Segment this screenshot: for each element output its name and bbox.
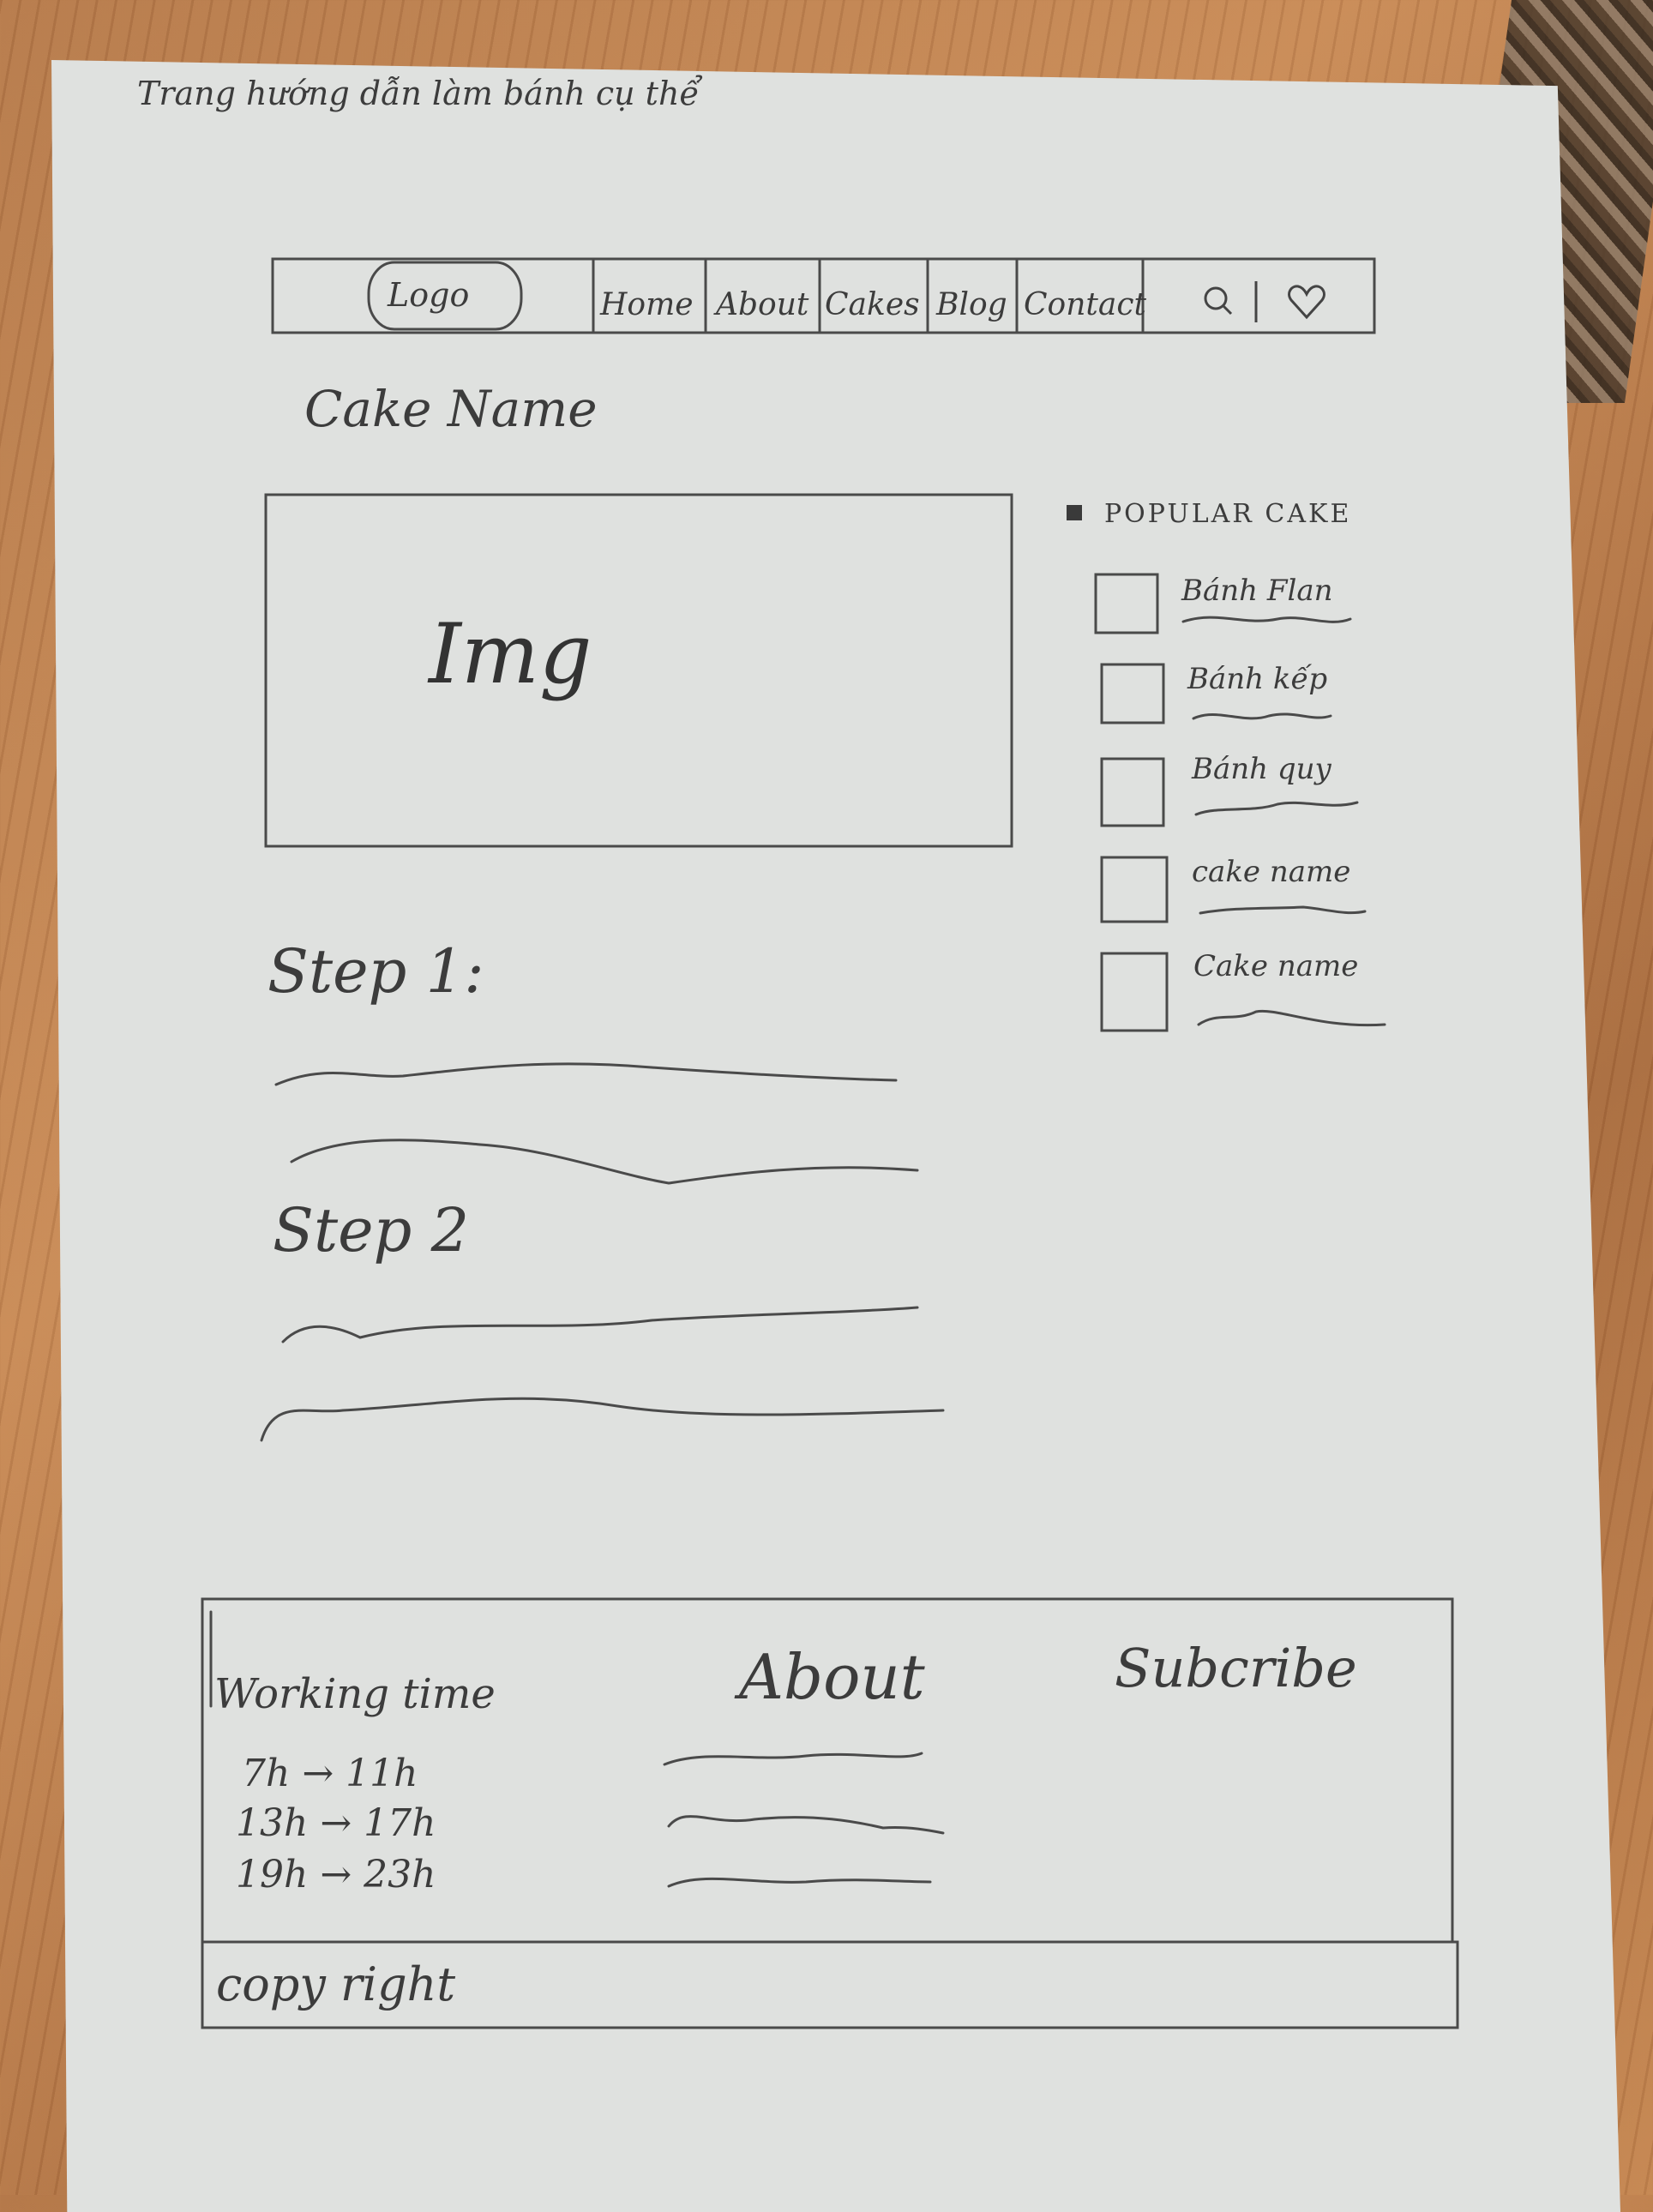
sidebar-item-3[interactable]: Bánh quy [1192,752,1331,786]
copyright-frame [201,1940,1459,2029]
search-icon[interactable] [1199,281,1236,319]
sidebar-title: POPULAR CAKE [1104,499,1352,529]
working-time-title: Working time [214,1670,496,1718]
step-1-label: Step 1: [267,936,484,1007]
sidebar-item-4[interactable]: cake name [1192,855,1351,889]
subscribe-title[interactable]: Subcribe [1115,1637,1357,1699]
step-2-label: Step 2 [273,1195,470,1265]
logo[interactable]: Logo [388,276,470,314]
working-hours-3: 19h → 23h [236,1853,436,1896]
nav-cakes[interactable]: Cakes [825,287,920,322]
nav-home[interactable]: Home [600,287,694,322]
sidebar-item-1[interactable]: Bánh Flan [1181,574,1333,608]
working-hours-2: 13h → 17h [236,1801,436,1845]
header-divider [1254,281,1258,322]
nav-about[interactable]: About [716,287,809,322]
nav-blog[interactable]: Blog [936,287,1007,322]
header-frame [271,257,1376,334]
heart-icon[interactable] [1286,283,1327,321]
sidebar-item-5[interactable]: Cake name [1193,949,1359,983]
image-placeholder: Img [429,606,592,702]
sidebar-item-2[interactable]: Bánh kếp [1187,662,1328,696]
page-note: Trang hướng dẫn làm bánh cụ thể [137,75,700,112]
cake-name: Cake Name [304,380,598,438]
nav-contact[interactable]: Contact [1024,287,1146,322]
image-frame [264,493,1013,848]
footer-about-title: About [739,1641,925,1713]
paper-sheet [51,60,1620,2212]
logo-oval [367,261,523,331]
copyright: copy right [216,1957,456,2011]
working-hours-1: 7h → 11h [242,1752,418,1795]
